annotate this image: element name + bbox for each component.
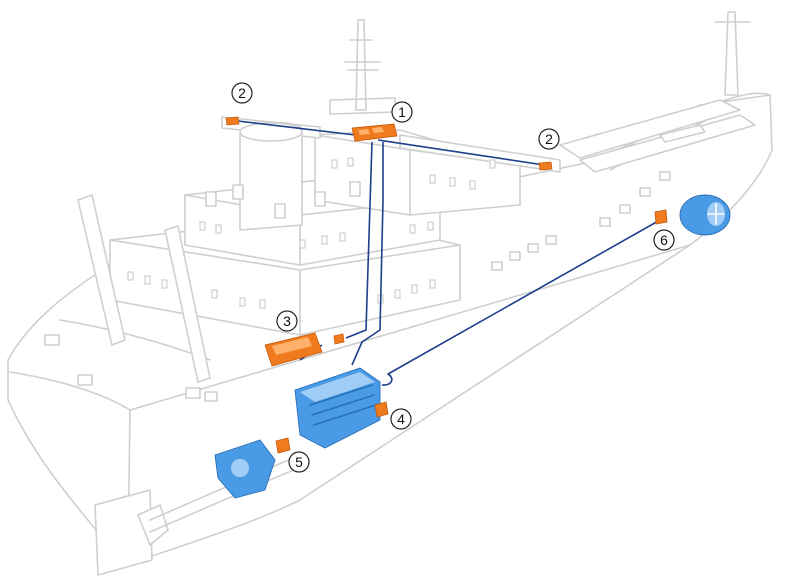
svg-text:6: 6: [660, 232, 668, 248]
cable-bridge-engine: [351, 142, 384, 366]
cable-network: [237, 120, 661, 386]
cable-engine-bow: [381, 219, 661, 386]
callout-4: 4: [390, 408, 412, 430]
cable-bridge-port: [237, 120, 373, 138]
callout-1: 1: [391, 101, 413, 123]
cable-bridge-starboard: [377, 139, 545, 166]
callout-2-starboard: 2: [538, 128, 560, 150]
propeller-shaft: [149, 454, 301, 521]
callout-2-port: 2: [231, 82, 253, 104]
crane-mid: [164, 225, 211, 383]
rudder: [94, 489, 153, 576]
bridge-console: [351, 123, 398, 142]
cable-bridge-aux: [345, 141, 373, 339]
bow-thruster: [654, 194, 731, 236]
callout-5: 5: [288, 451, 310, 473]
bridge-wing-unit-starboard: [538, 161, 553, 171]
svg-text:4: 4: [397, 411, 405, 427]
bridge-wing-unit-port: [225, 116, 240, 126]
gearbox: [214, 437, 291, 499]
crane-aft: [77, 194, 126, 346]
callout-3: 3: [276, 310, 298, 332]
engine-control-console: [264, 332, 345, 367]
callout-6: 6: [653, 229, 675, 251]
main-mast: [355, 19, 367, 111]
svg-text:1: 1: [398, 104, 406, 120]
svg-text:5: 5: [295, 454, 303, 470]
svg-text:2: 2: [238, 85, 246, 101]
fore-mast: [724, 11, 739, 96]
svg-text:3: 3: [283, 313, 291, 329]
main-engine: [294, 367, 389, 449]
ship-outline: [7, 11, 773, 576]
svg-text:2: 2: [545, 131, 553, 147]
